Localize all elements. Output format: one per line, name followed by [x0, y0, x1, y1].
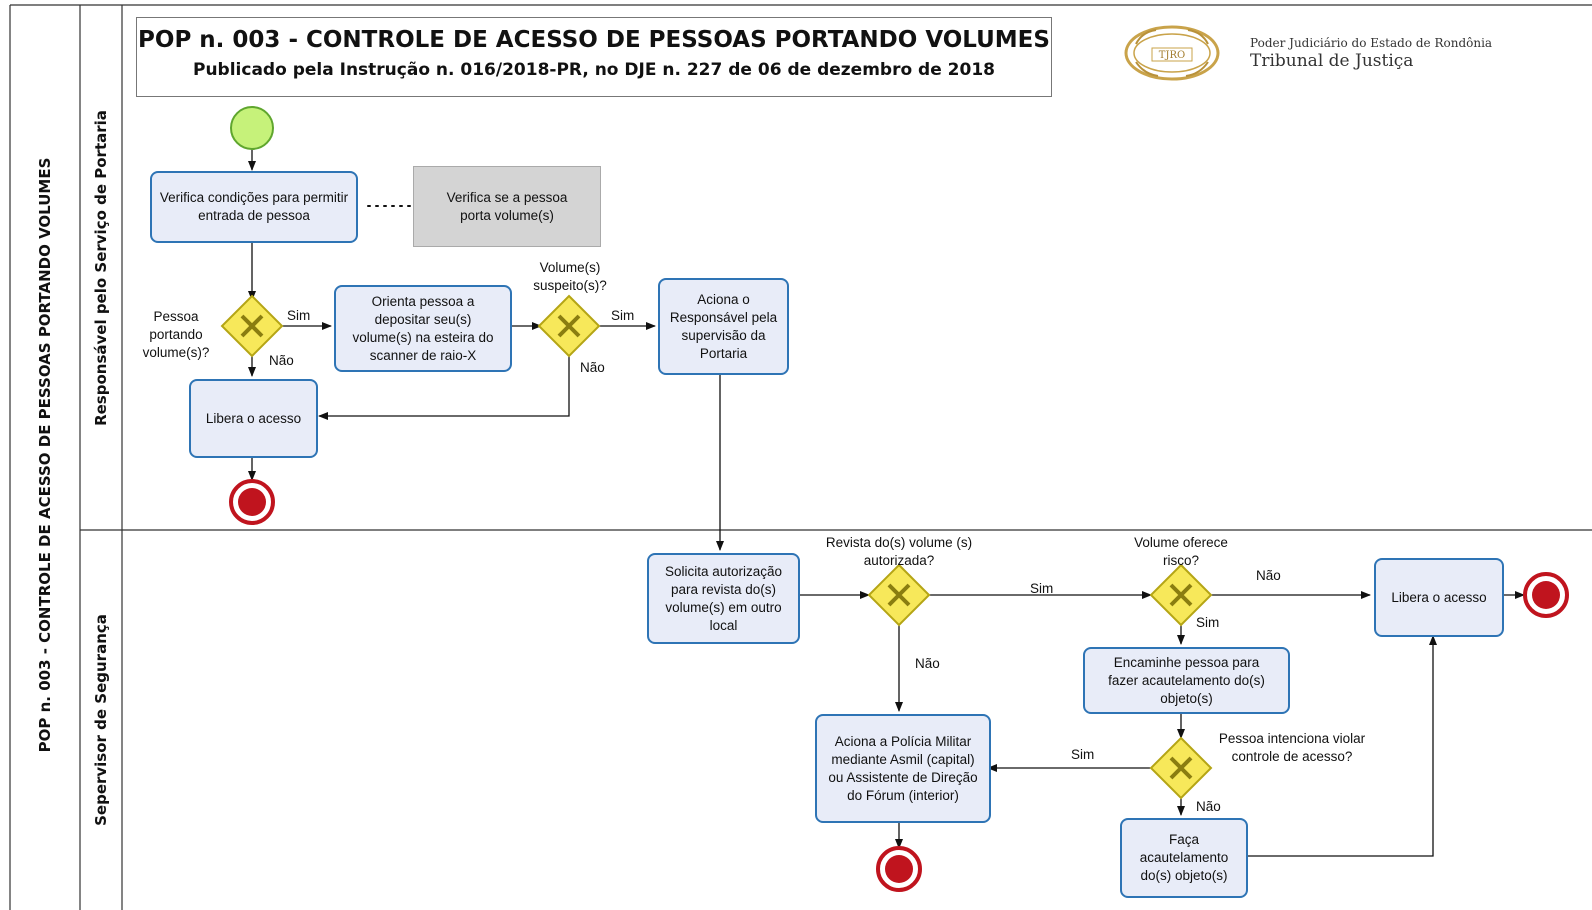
- flow-label-nao: Não: [1196, 799, 1221, 814]
- task-encaminhe[interactable]: Encaminhe pessoa para fazer acautelament…: [1083, 647, 1290, 714]
- task-verifica-condicoes[interactable]: Verifica condições para permitir entrada…: [150, 171, 358, 243]
- lane-seguranca: Sepervisor de Segurança: [80, 530, 122, 910]
- annotation-verifica-volume: Verifica se a pessoa porta volume(s): [413, 166, 601, 247]
- tjro-seal-logo: TJRO: [1124, 25, 1220, 81]
- seal-text: TJRO: [1159, 50, 1185, 61]
- org-line1: Poder Judiciário do Estado de Rondônia: [1250, 36, 1493, 50]
- organization-name: Poder Judiciário do Estado de Rondônia T…: [1250, 36, 1492, 71]
- flow-label-sim: Sim: [287, 308, 311, 323]
- task-solicita-autorizacao-label: Solicita autorização para revista do(s) …: [664, 563, 783, 633]
- task-aciona-responsavel[interactable]: Aciona o Responsável pela supervisão da …: [658, 278, 789, 375]
- gateway-revista[interactable]: [867, 563, 931, 627]
- page-subtitle: Publicado pela Instrução n. 016/2018-PR,…: [193, 60, 995, 80]
- task-orienta-label: Orienta pessoa a depositar seu(s) volume…: [352, 293, 494, 363]
- gateway-revista-label: Revista do(s) volume (s) autorizada?: [825, 535, 973, 568]
- task-libera-portaria[interactable]: Libera o acesso: [189, 379, 318, 458]
- gateway-risco-label: Volume oferece risco?: [1134, 535, 1228, 568]
- page-title: POP n. 003 - CONTROLE DE ACESSO DE PESSO…: [138, 27, 1050, 53]
- task-orienta[interactable]: Orienta pessoa a depositar seu(s) volume…: [334, 285, 512, 372]
- gateway-suspeito[interactable]: [537, 294, 601, 358]
- pool-label: POP n. 003 - CONTROLE DE ACESSO DE PESSO…: [10, 0, 80, 910]
- gateway-portando[interactable]: [220, 294, 284, 358]
- lane-portaria: Responsável pelo Serviço de Portaria: [80, 5, 122, 530]
- flow-label-sim: Sim: [1071, 747, 1095, 762]
- pool-borders: [9, 4, 1592, 910]
- lane-seguranca-label: Sepervisor de Segurança: [92, 614, 110, 826]
- annotation-verifica-volume-label: Verifica se a pessoa porta volume(s): [446, 189, 568, 223]
- title-box: POP n. 003 - CONTROLE DE ACESSO DE PESSO…: [136, 17, 1052, 97]
- gateway-risco[interactable]: [1149, 563, 1213, 627]
- flow-label-nao: Não: [1256, 568, 1281, 583]
- gateway-viola[interactable]: [1149, 736, 1213, 800]
- task-verifica-condicoes-label: Verifica condições para permitir entrada…: [159, 190, 349, 223]
- end-event-portaria[interactable]: [229, 479, 275, 525]
- sequence-flows: [248, 149, 1525, 857]
- pool-title: POP n. 003 - CONTROLE DE ACESSO DE PESSO…: [36, 157, 54, 753]
- task-aciona-policia[interactable]: Aciona a Polícia Militar mediante Asmil …: [815, 714, 991, 823]
- task-encaminhe-label: Encaminhe pessoa para fazer acautelament…: [1108, 654, 1265, 706]
- flow-label-nao: Não: [269, 353, 294, 368]
- task-faca-acautelamento-label: Faça acautelamento do(s) objeto(s): [1139, 832, 1229, 883]
- task-solicita-autorizacao[interactable]: Solicita autorização para revista do(s) …: [647, 553, 800, 644]
- start-event[interactable]: [230, 106, 274, 150]
- task-faca-acautelamento[interactable]: Faça acautelamento do(s) objeto(s): [1120, 818, 1248, 898]
- end-event-libera[interactable]: [1523, 572, 1569, 618]
- gateway-viola-label: Pessoa intenciona violar controle de ace…: [1218, 731, 1366, 764]
- task-aciona-responsavel-label: Aciona o Responsável pela supervisão da …: [669, 291, 778, 361]
- task-libera-portaria-label: Libera o acesso: [205, 410, 302, 426]
- lane-portaria-label: Responsável pelo Serviço de Portaria: [92, 109, 110, 426]
- flow-label-nao: Não: [915, 656, 940, 671]
- task-libera-seguranca[interactable]: Libera o acesso: [1374, 558, 1504, 637]
- gateway-suspeito-label: Volume(s) suspeito(s)?: [533, 260, 607, 293]
- org-line2: Tribunal de Justiça: [1250, 51, 1414, 71]
- flow-label-sim: Sim: [1196, 615, 1220, 630]
- task-aciona-policia-label: Aciona a Polícia Militar mediante Asmil …: [828, 733, 978, 803]
- end-event-policia[interactable]: [876, 846, 922, 892]
- flow-label-nao: Não: [580, 360, 605, 375]
- task-libera-seguranca-label: Libera o acesso: [1391, 589, 1487, 605]
- flow-label-sim: Sim: [1030, 581, 1054, 596]
- gateway-portando-label: Pessoa portando volume(s)?: [142, 309, 210, 360]
- flow-label-sim: Sim: [611, 308, 635, 323]
